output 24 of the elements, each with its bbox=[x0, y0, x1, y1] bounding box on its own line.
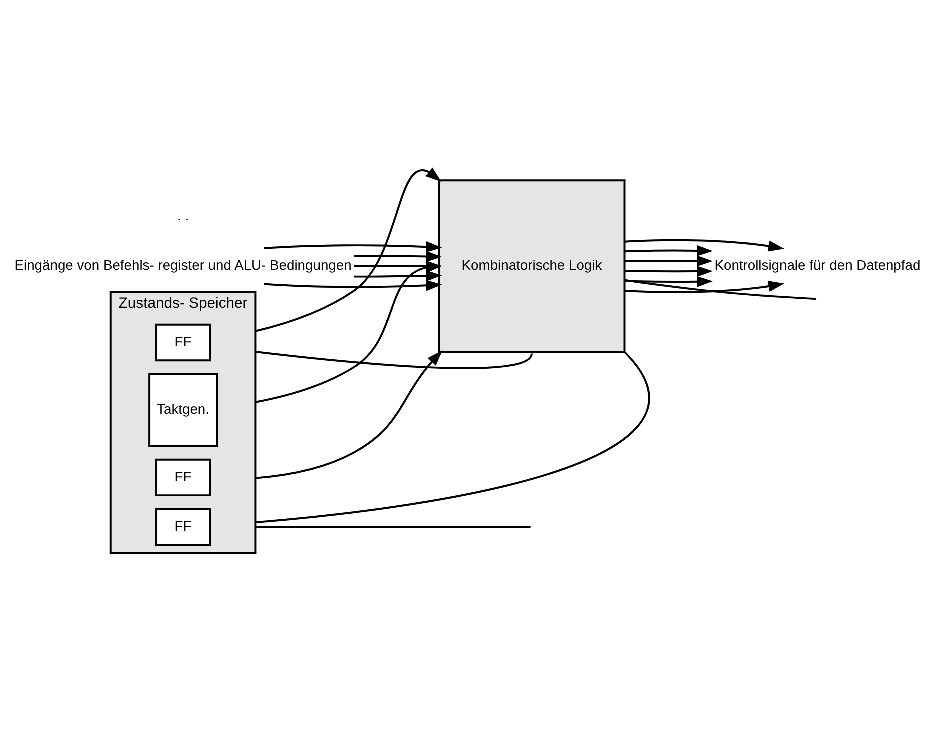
arrow bbox=[256, 350, 443, 480]
arrow bbox=[354, 251, 442, 262]
node-box: Taktgen. bbox=[148, 374, 218, 447]
node-box: FF bbox=[156, 458, 212, 497]
arrow bbox=[264, 242, 442, 253]
arrow bbox=[354, 260, 442, 272]
node-box: FF bbox=[156, 508, 212, 546]
arrow bbox=[625, 281, 784, 294]
node-text: Kontrollsignale für den Datenpfad bbox=[714, 257, 921, 274]
arrow bbox=[264, 280, 442, 292]
node-text: Eingänge von Befehls- register und ALU- Bedingungen bbox=[14, 257, 352, 274]
connector bbox=[256, 526, 531, 528]
connector bbox=[624, 279, 817, 300]
arrow bbox=[625, 239, 784, 252]
label: . . bbox=[178, 207, 190, 224]
arrow bbox=[625, 245, 714, 256]
node-box: Kombinatorische Logik bbox=[438, 180, 626, 354]
connector bbox=[256, 352, 650, 524]
arrow bbox=[354, 270, 442, 282]
arrow bbox=[625, 266, 714, 278]
arrow bbox=[625, 276, 714, 288]
node-box: FF bbox=[156, 324, 212, 362]
connector bbox=[256, 351, 533, 370]
arrow bbox=[625, 256, 714, 267]
